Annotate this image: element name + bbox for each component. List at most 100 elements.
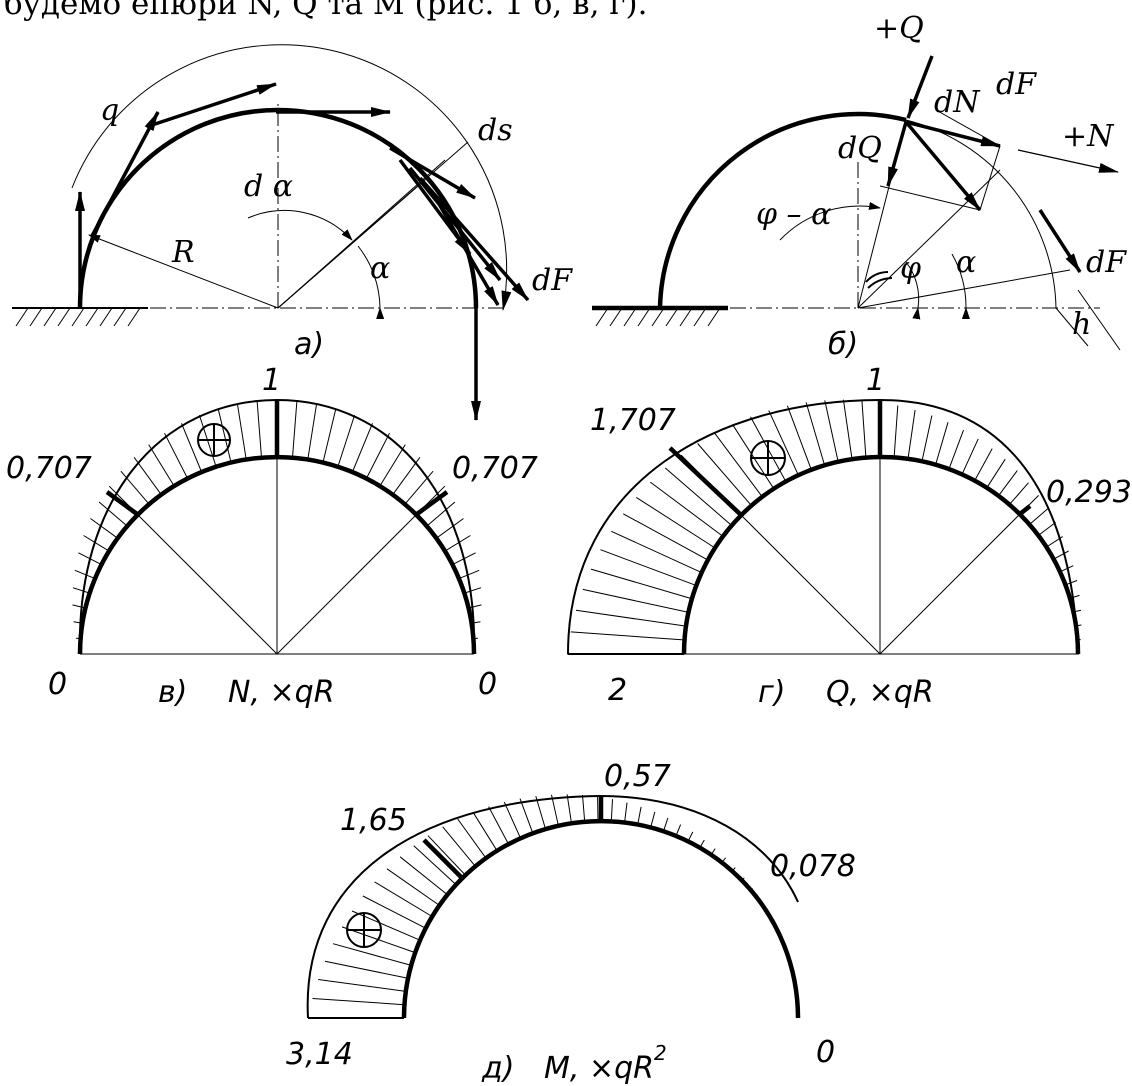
- hatch-line: [861, 400, 867, 458]
- hatch-line: [181, 423, 203, 473]
- panel-b-label-plusN: +N: [1062, 119, 1115, 154]
- hatch-line: [351, 423, 373, 473]
- panel-v-hatching: [72, 400, 482, 639]
- hatch-line: [1064, 580, 1078, 586]
- panel-b-arch-loaded: [657, 111, 907, 309]
- hatch-line: [824, 400, 839, 462]
- panel-v-N-diagram: 1 0,707 0,707 0 0 в) N, ×qR: [6, 363, 538, 710]
- hatch-line: [1028, 508, 1049, 526]
- panel-a-alpha-arc: [357, 245, 385, 320]
- hatch-line: [582, 588, 688, 613]
- hatch-line: [1008, 482, 1029, 506]
- hatch-line: [503, 801, 521, 839]
- hatch-line: [1058, 565, 1074, 573]
- hatch-line: [637, 806, 642, 825]
- panel-v-value-right-mid: 0,707: [452, 451, 538, 486]
- hatch-line: [805, 402, 825, 466]
- panel-b-label-h: h: [1072, 307, 1091, 342]
- hatch-line: [471, 621, 481, 624]
- hatch-line: [750, 888, 753, 891]
- hatch-line: [1037, 522, 1056, 537]
- hatch-line: [426, 501, 456, 527]
- panel-g-value-top: 1: [866, 363, 885, 398]
- top-caption-text: будемо епюри N, Q та M (рис. 1 б, в, г).: [4, 0, 648, 22]
- hatch-line: [570, 631, 684, 641]
- hatch-line: [1068, 594, 1080, 599]
- panel-b-load-scheme: +Q dN dF dQ +N φ – α φ α dF h б): [592, 11, 1127, 362]
- hatch-line: [600, 549, 696, 586]
- panel-g-plus-sign-icon: [750, 440, 786, 476]
- hatch-line: [699, 839, 705, 848]
- hatch-line: [472, 812, 498, 851]
- hatch-line: [318, 979, 406, 992]
- hatch-line: [663, 817, 669, 832]
- hatch-line: [1074, 624, 1082, 627]
- hatch-line: [351, 910, 421, 941]
- hatch-line: [997, 470, 1018, 497]
- panel-g-caption: г): [758, 675, 785, 710]
- hatch-line: [324, 960, 409, 979]
- hatch-line: [464, 587, 482, 594]
- hatch-line: [365, 432, 390, 479]
- panel-d-value-left-end: 3,14: [286, 1037, 353, 1072]
- hatch-line: [710, 848, 716, 855]
- panel-a-ground-hatch: [15, 307, 141, 327]
- panel-b-force-arrows: [886, 55, 1119, 273]
- hatch-line: [961, 438, 979, 476]
- panel-d-M-diagram: 0,57 1,65 0,078 3,14 0 д) M, ×qR 2: [286, 759, 856, 1086]
- panel-a-caption: а): [294, 327, 324, 362]
- hatch-line: [973, 448, 993, 482]
- panel-g-value-left-mid: 1,707: [590, 403, 676, 438]
- panel-b-label-dN: dN: [934, 85, 981, 120]
- panel-b-caption: б): [828, 327, 858, 362]
- hatch-line: [1052, 550, 1069, 561]
- panel-v-unit: N, ×qR: [228, 675, 335, 710]
- panel-a-label-dF: dF: [532, 263, 573, 298]
- panel-a-label-R: R: [171, 235, 195, 270]
- hatch-line: [714, 432, 763, 497]
- hatch-line: [731, 867, 736, 872]
- hatch-line: [374, 881, 433, 917]
- hatch-line: [488, 806, 509, 845]
- hatch-line: [256, 400, 262, 458]
- panel-v-value-left-mid: 0,707: [6, 451, 92, 486]
- hatch-line: [697, 443, 752, 506]
- panel-b-alpha-arc: [951, 253, 970, 320]
- hatch-line: [164, 432, 189, 479]
- hatch-line: [236, 403, 247, 460]
- hatch-line: [392, 457, 421, 495]
- hatch-line: [307, 403, 318, 460]
- hatch-line: [582, 794, 586, 822]
- hatch-line: [386, 868, 440, 906]
- hatch-line: [675, 824, 682, 836]
- panel-v-value-top: 1: [262, 363, 281, 398]
- panel-d-mark-left: [422, 838, 464, 880]
- hatch-line: [452, 552, 476, 566]
- hatch-line: [337, 414, 356, 467]
- hatch-line: [664, 467, 732, 526]
- hatch-line: [519, 798, 534, 834]
- hatch-line: [610, 799, 613, 822]
- panel-a-load-scheme: q R d α α ds dF а): [12, 44, 573, 421]
- panel-v-inner-arc: [77, 454, 477, 655]
- hatch-line: [758, 899, 761, 901]
- hatch-line: [362, 895, 426, 929]
- panel-b-phi-minus-alpha-arc: [779, 202, 881, 241]
- panel-g-value-right-mid: 0,293: [1046, 475, 1132, 510]
- hatch-line: [404, 470, 434, 505]
- hatch-line: [148, 444, 175, 487]
- hatch-line: [575, 609, 686, 627]
- panel-b-label-dF-right: dF: [1086, 245, 1127, 280]
- hatch-line: [90, 518, 118, 539]
- panel-b-label-dQ: dQ: [838, 131, 882, 166]
- panel-d-value-right-end: 0: [816, 1035, 835, 1070]
- panel-v-value-left-end: 0: [48, 667, 67, 702]
- panel-v-value-right-end: 0: [478, 667, 497, 702]
- panel-b-ground-hatch: [595, 307, 721, 327]
- hatch-line: [741, 877, 745, 881]
- hatch-line: [948, 429, 964, 470]
- panel-a-label-alpha: α: [370, 251, 390, 286]
- hatch-line: [413, 845, 457, 885]
- panel-v-plus-sign-icon: [197, 423, 231, 457]
